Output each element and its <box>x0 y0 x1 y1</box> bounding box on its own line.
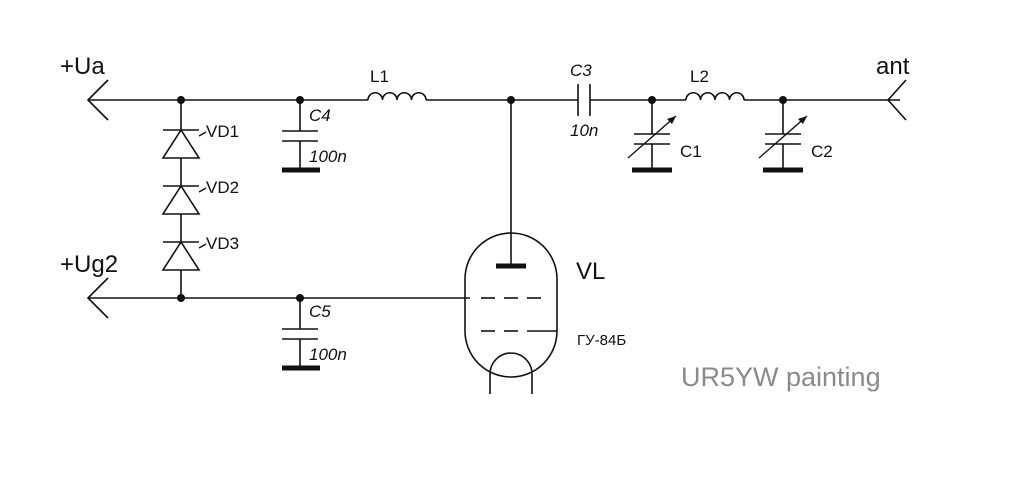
diode-vd2-label: VD2 <box>206 178 239 197</box>
ua-terminal-arrow <box>86 79 109 121</box>
diode-vd3 <box>161 240 207 271</box>
variable-capacitor-c1 <box>627 100 677 173</box>
diode-vd1 <box>161 128 207 159</box>
junction-dot <box>648 96 656 104</box>
capacitor-c4 <box>282 100 320 173</box>
junction-dot <box>507 96 515 104</box>
tube-type-label: ГУ-84Б <box>577 332 626 349</box>
capacitor-c3-value: 10n <box>570 121 598 140</box>
junction-dot <box>177 294 185 302</box>
variable-capacitor-c2-label: C2 <box>811 142 833 161</box>
junction-dot <box>779 96 787 104</box>
junction-dot <box>296 96 304 104</box>
author-credit: UR5YW painting <box>681 362 881 392</box>
inductor-l2-label: L2 <box>690 67 709 86</box>
inductor-l1-label: L1 <box>370 67 389 86</box>
variable-capacitor-c2 <box>758 100 808 173</box>
antenna-label: ant <box>876 53 910 80</box>
diode-vd2 <box>161 184 207 215</box>
diode-vd1-label: VD1 <box>206 122 239 141</box>
capacitor-c3-label: C3 <box>570 61 592 80</box>
variable-capacitor-c1-label: C1 <box>680 142 702 161</box>
junction-dots <box>177 96 787 302</box>
diode-vd3-label: VD3 <box>206 234 239 253</box>
junction-dot <box>296 294 304 302</box>
ug2-terminal-label: +Ug2 <box>60 251 118 278</box>
inductor-l2 <box>685 92 745 101</box>
ua-terminal-label: +Ua <box>60 53 105 80</box>
antenna-terminal <box>886 79 907 121</box>
vacuum-tube-vl <box>464 232 558 394</box>
capacitor-c5-value: 100n <box>309 345 347 364</box>
capacitor-c4-value: 100n <box>309 147 347 166</box>
capacitor-c5 <box>282 298 320 371</box>
inductor-l1 <box>367 92 427 101</box>
capacitor-c3 <box>577 84 591 116</box>
tube-reference-label: VL <box>576 258 605 285</box>
junction-dot <box>177 96 185 104</box>
ug2-terminal-arrow <box>86 277 109 319</box>
capacitor-c5-label: C5 <box>309 302 331 321</box>
capacitor-c4-label: C4 <box>309 106 331 125</box>
